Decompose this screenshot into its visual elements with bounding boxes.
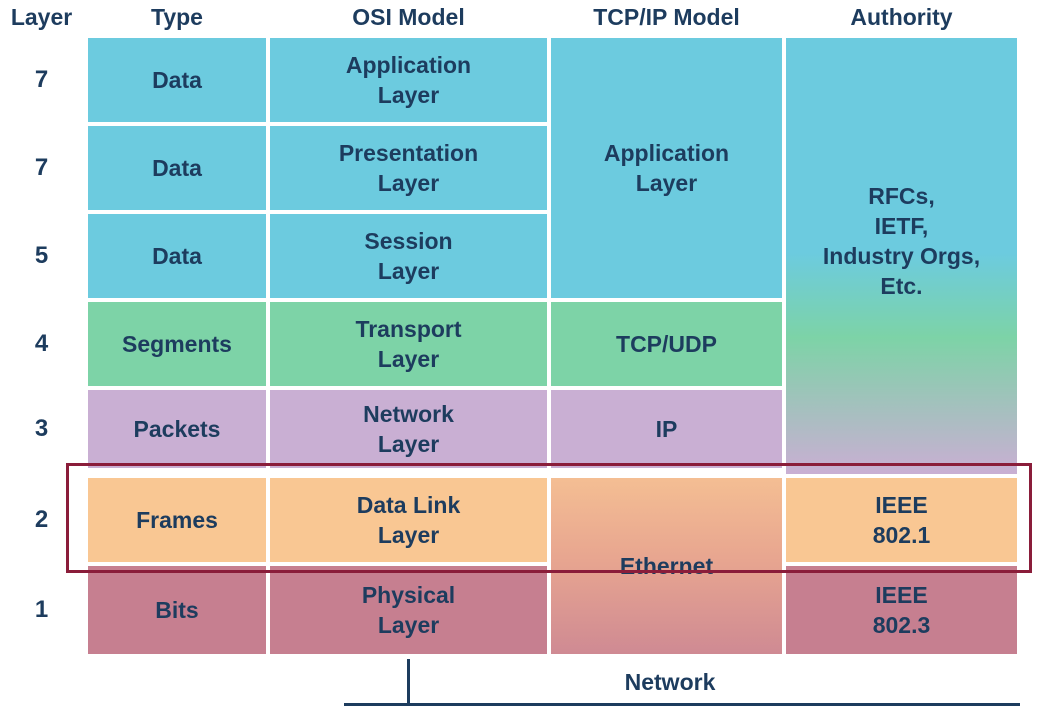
osi-presentation-layer: Presentation Layer bbox=[270, 126, 547, 210]
authority-ieee-802-1: IEEE 802.1 bbox=[786, 478, 1017, 562]
authority-rfcs-ietf: RFCs, IETF, Industry Orgs, Etc. bbox=[786, 38, 1017, 474]
type-cell-presentation: Data bbox=[88, 126, 266, 210]
osi-application-layer: Application Layer bbox=[270, 38, 547, 122]
layer-number-4-transport: 4 bbox=[34, 330, 49, 357]
type-cell-network: Packets bbox=[88, 390, 266, 468]
layer-number-5-session: 5 bbox=[34, 242, 49, 269]
tcpip-ip: IP bbox=[551, 390, 782, 468]
layer-number-3-network: 3 bbox=[34, 415, 49, 442]
network-label: Network bbox=[624, 668, 716, 695]
osi-physical-layer: Physical Layer bbox=[270, 566, 547, 654]
tcpip-ethernet: Ethernet bbox=[551, 478, 782, 654]
tcpip-application-layer: Application Layer bbox=[551, 38, 782, 298]
header-osi-model: OSI Model bbox=[352, 3, 465, 30]
header-type: Type bbox=[151, 3, 203, 30]
authority-ieee-802-3: IEEE 802.3 bbox=[786, 566, 1017, 654]
network-bracket-tick bbox=[407, 659, 410, 706]
type-cell-physical: Bits bbox=[88, 566, 266, 654]
layer-number-7-application: 7 bbox=[34, 66, 49, 93]
type-cell-transport: Segments bbox=[88, 302, 266, 386]
header-layer: Layer bbox=[10, 3, 73, 30]
type-cell-application: Data bbox=[88, 38, 266, 122]
layer-number-6-presentation: 7 bbox=[34, 154, 49, 181]
osi-network-layer: Network Layer bbox=[270, 390, 547, 468]
header-authority: Authority bbox=[850, 3, 953, 30]
type-cell-session: Data bbox=[88, 214, 266, 298]
layer-number-1-physical: 1 bbox=[34, 596, 49, 623]
layer-number-2-datalink: 2 bbox=[34, 506, 49, 533]
type-cell-datalink: Frames bbox=[88, 478, 266, 562]
header-tcpip-model: TCP/IP Model bbox=[593, 3, 740, 30]
network-bracket-line bbox=[344, 703, 1020, 706]
osi-data-link-layer: Data Link Layer bbox=[270, 478, 547, 562]
osi-transport-layer: Transport Layer bbox=[270, 302, 547, 386]
tcpip-tcp-udp: TCP/UDP bbox=[551, 302, 782, 386]
osi-session-layer: Session Layer bbox=[270, 214, 547, 298]
